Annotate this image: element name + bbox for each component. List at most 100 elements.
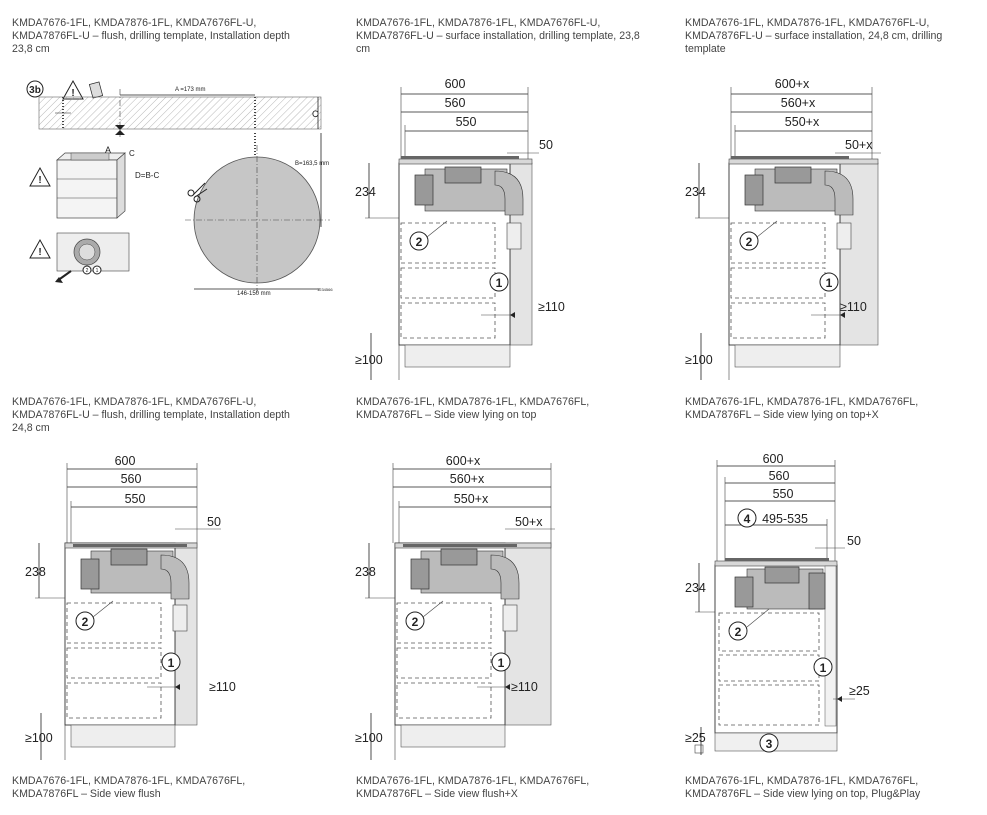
warning-icon: !: [29, 238, 51, 259]
callout-1: [161, 652, 181, 672]
dimension-600-label: 600: [763, 452, 784, 466]
drawer-top: [396, 602, 492, 644]
callout-2: [405, 611, 425, 631]
dimension-234-label: 234: [685, 581, 706, 595]
clearance-100-label: ≥100: [355, 353, 383, 367]
dimension-550x-label: 550+x: [454, 492, 489, 506]
callout-2-label: 2: [416, 235, 423, 249]
callout-3-label: 3: [766, 737, 773, 751]
drawer-bottom: [400, 302, 496, 339]
dimension-50x-label: 50+x: [845, 138, 873, 152]
svg-text:!: !: [71, 88, 74, 99]
clearance-100-label: ≥100: [25, 731, 53, 745]
callout-4: [737, 508, 757, 528]
extractor-unit: [414, 166, 524, 250]
extractor-unit: [80, 548, 190, 632]
dimension-234-label: 234: [685, 185, 706, 199]
dimension-c-label: C: [312, 109, 319, 119]
callout-2: [739, 231, 759, 251]
cooktop-glass: [725, 558, 829, 561]
cabinet-sketch: [56, 152, 126, 219]
dimension-560x-label: 560+x: [450, 472, 485, 486]
dimension-b-label: B=163,5 mm: [295, 161, 329, 167]
callout-1-label: 1: [496, 276, 503, 290]
caption-side-view-plug-play: KMDA7676-1FL, KMDA7876-1FL, KMDA7676FL, …: [685, 775, 921, 800]
side-view-flush-x-diagram: 600+x 560+x 550+x 50+x 238 2 1 ≥110 ≥100: [355, 454, 555, 760]
svg-text:!: !: [38, 247, 41, 258]
dimension-width-label: 146-150 mm: [237, 291, 271, 297]
clearance-110-label: ≥110: [538, 300, 565, 314]
caption-flush-template-238: KMDA7676-1FL, KMDA7876-1FL, KMDA7676FL-U…: [12, 17, 290, 55]
worktop: [728, 158, 879, 165]
manual-icon: [88, 81, 104, 99]
dimension-238-label: 238: [355, 565, 376, 579]
caption-side-view-flush: KMDA7676-1FL, KMDA7876-1FL, KMDA7676FL, …: [12, 775, 246, 800]
clearance-110-label: ≥110: [209, 680, 236, 694]
cooktop-glass: [401, 156, 519, 159]
worktop-section: [38, 96, 322, 130]
dimension-550-label: 550: [773, 487, 794, 501]
dimension-560-label: 560: [769, 469, 790, 483]
callout-3: [759, 733, 779, 753]
drawer-top: [400, 222, 496, 264]
svg-text:!: !: [38, 175, 41, 186]
callout-1-label: 1: [168, 656, 175, 670]
drawer-bottom: [396, 682, 492, 719]
dimension-560-label: 560: [121, 472, 142, 486]
caption-flush-template-248: KMDA7676-1FL, KMDA7876-1FL, KMDA7676FL-U…: [12, 396, 290, 434]
cooktop-glass: [403, 544, 517, 547]
extractor-unit: [744, 166, 854, 250]
warning-icon: !: [29, 166, 51, 187]
caption-surface-template-248: KMDA7676-1FL, KMDA7876-1FL, KMDA7676FL-U…: [685, 17, 943, 55]
warning-icon: !: [62, 79, 84, 100]
plinth: [70, 724, 176, 748]
extractor-unit: [734, 566, 826, 610]
callout-2: [75, 611, 95, 631]
side-view-top-diagram: 600 560 550 50 234 2 1 ≥110 ≥100: [355, 77, 565, 380]
centre-mark-icon: [115, 125, 125, 135]
drawer-middle: [396, 647, 492, 679]
drawer-bottom: [718, 684, 820, 726]
dimension-560-label: 560: [445, 96, 466, 110]
caption-side-view-top: KMDA7676-1FL, KMDA7876-1FL, KMDA7676FL, …: [356, 396, 590, 421]
drawer-top: [718, 612, 820, 652]
callout-1: [491, 652, 511, 672]
callout-1-small: [92, 265, 102, 275]
step-label: 3b: [29, 85, 41, 96]
cooktop-glass: [73, 544, 187, 547]
dimension-50-label: 50: [207, 515, 221, 529]
callout-4-label: 4: [744, 512, 751, 526]
drawer-bottom: [66, 682, 162, 719]
caption-surface-template-238: KMDA7676-1FL, KMDA7876-1FL, KMDA7676FL-U…: [356, 17, 640, 55]
dimension-550-label: 550: [125, 492, 146, 506]
callout-2: [728, 621, 748, 641]
drilling-template-diagram: 3b ! ! ! A =173 mm C B=163,5 mm: [26, 79, 333, 297]
plinth: [400, 724, 506, 748]
dimension-a-label: A =173 mm: [175, 87, 206, 93]
small-c-label: C: [129, 149, 135, 158]
dimension-560x-label: 560+x: [781, 96, 816, 110]
dimension-50-label: 50: [847, 534, 861, 548]
drawer-middle: [66, 647, 162, 679]
callout-1: [819, 272, 839, 292]
callout-1-small-label: 1: [96, 268, 99, 274]
cooktop-glass: [731, 156, 849, 159]
callout-2-label: 2: [412, 615, 419, 629]
dimension-600-label: 600: [115, 454, 136, 468]
back-channel: [824, 565, 837, 727]
worktop: [398, 158, 533, 165]
dimension-234-label: 234: [355, 185, 376, 199]
dimension-550x-label: 550+x: [785, 115, 820, 129]
clearance-25-bottom-label: ≥25: [685, 731, 706, 745]
doc-id: 1234566: [317, 287, 333, 292]
callout-1-label: 1: [820, 661, 827, 675]
d-formula-label: D=B-C: [135, 171, 159, 180]
fan-detail-sketch: [55, 232, 130, 283]
callout-2: [409, 231, 429, 251]
small-a-label: A: [105, 145, 111, 155]
side-view-flush-diagram: 600 560 550 50 238 2 1 ≥110 ≥100: [25, 454, 236, 760]
worktop: [714, 560, 838, 567]
plinth: [404, 344, 511, 368]
drawer-bottom: [730, 302, 826, 339]
drawer-top: [730, 222, 826, 264]
